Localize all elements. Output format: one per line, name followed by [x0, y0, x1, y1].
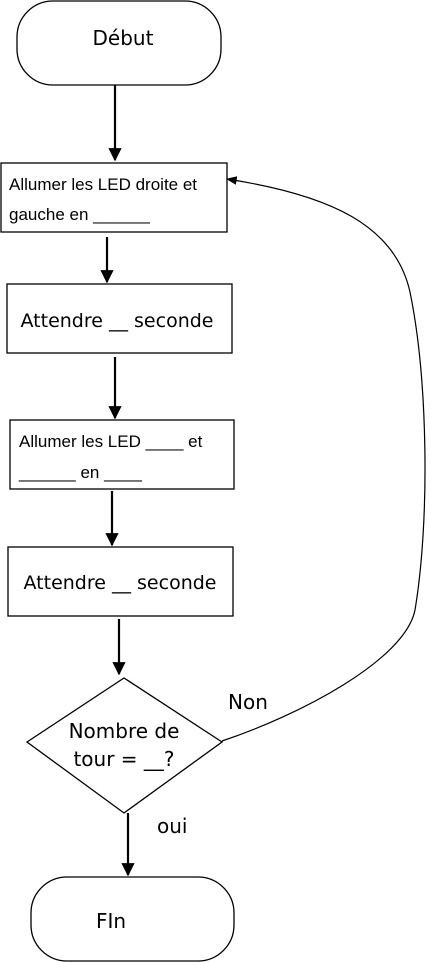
step4-label: Attendre __ seconde — [24, 572, 217, 594]
process-step-3: Allumer les LED ____ et ______ en ____ — [9, 419, 235, 490]
step3-line2: ______ en ____ — [18, 463, 142, 482]
step2-label: Attendre __ seconde — [21, 310, 214, 332]
end-shape — [30, 876, 235, 962]
decision-node: Nombre de tour = __? — [25, 677, 224, 814]
start-shape — [16, 0, 222, 86]
process-step-2: Attendre __ seconde — [6, 283, 233, 354]
step1-box — [0, 162, 228, 233]
start-node: Début — [16, 0, 222, 86]
loop-back-arrow — [221, 176, 426, 742]
decision-diamond — [25, 677, 224, 814]
decision-line1: Nombre de — [69, 719, 180, 743]
no-label: Non — [228, 690, 268, 714]
start-label: Début — [93, 26, 154, 50]
yes-label: oui — [157, 814, 187, 838]
step3-line1: Allumer les LED ____ et — [19, 432, 203, 451]
decision-line2: tour = __? — [73, 747, 174, 771]
step3-box — [9, 419, 235, 490]
step4-box — [7, 546, 234, 617]
end-node: FIn — [30, 876, 235, 962]
step1-line1: Allumer les LED droite et — [9, 175, 197, 194]
process-step-4: Attendre __ seconde — [7, 546, 234, 617]
step1-line2: gauche en ______ — [9, 205, 150, 224]
step2-box — [6, 283, 233, 354]
process-step-1: Allumer les LED droite et gauche en ____… — [0, 162, 228, 233]
end-label: FIn — [96, 909, 126, 933]
